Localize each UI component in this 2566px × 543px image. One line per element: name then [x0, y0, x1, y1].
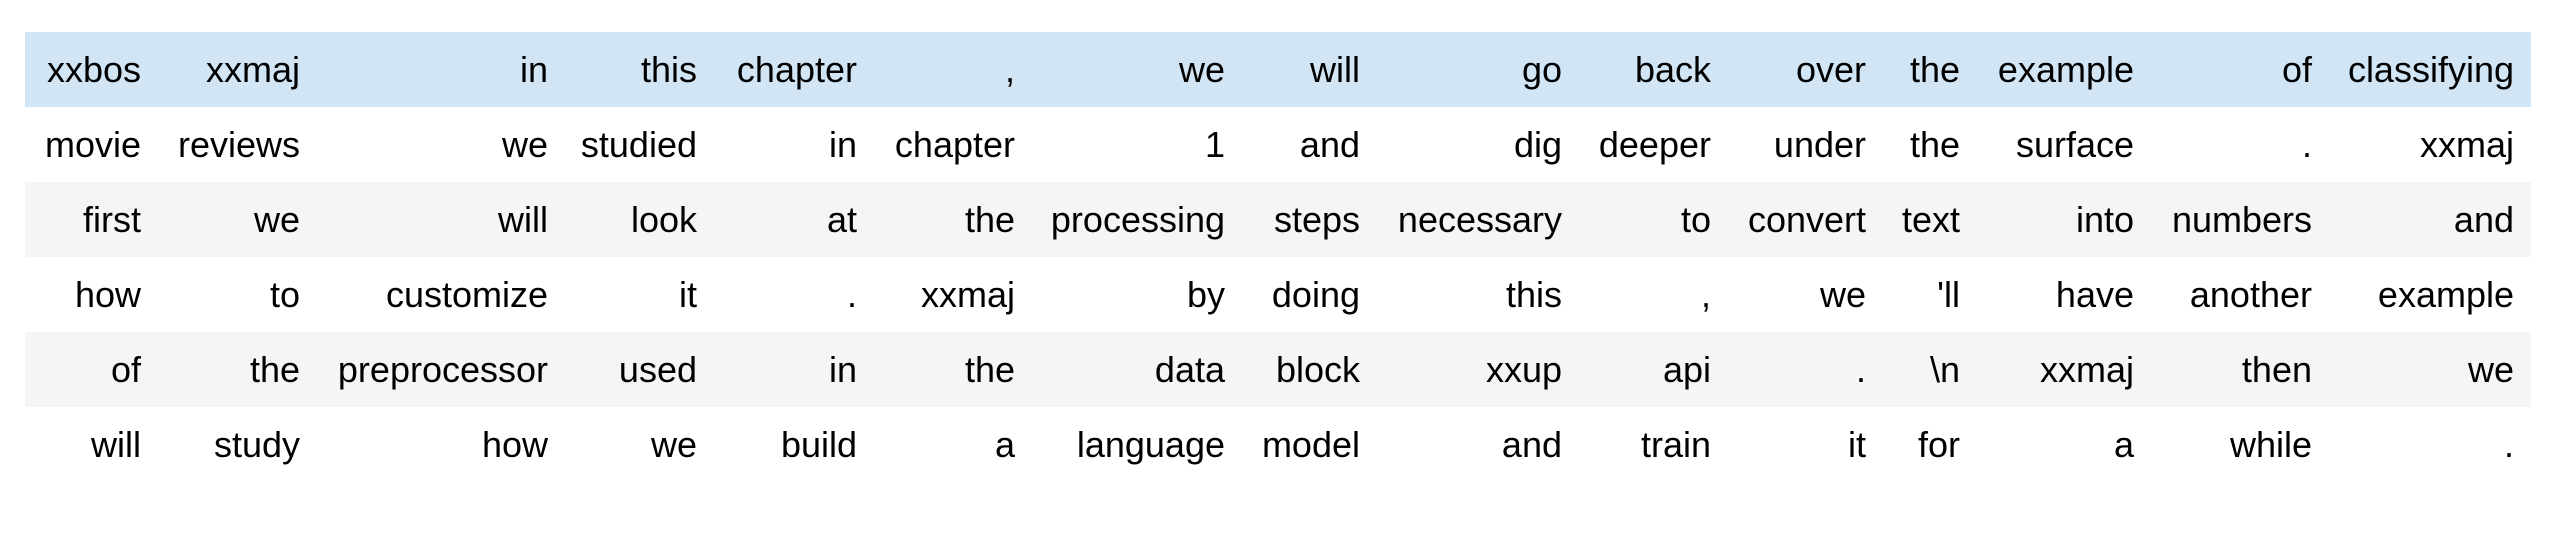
token-cell: the — [964, 348, 1015, 390]
token-cell: into — [2075, 198, 2134, 240]
token-cell: xxbos — [46, 48, 141, 90]
token-cell: a — [994, 423, 1015, 465]
token-row: how to customize it. xxmaj by doing this, we 'll h… — [25, 257, 2531, 332]
token-cell: processing — [1050, 198, 1225, 240]
token-row: will study how we build a language model and trai… — [25, 407, 2531, 482]
token-cell: xxmaj — [2039, 348, 2134, 390]
token-cell: we — [1178, 48, 1225, 90]
token-cell: another — [2189, 273, 2312, 315]
token-cell: of — [110, 348, 141, 390]
token-cell: look — [630, 198, 697, 240]
token-cell: classifying — [2347, 48, 2514, 90]
token-cell: \n — [1929, 348, 1960, 390]
token-cell: 'll — [1937, 273, 1960, 315]
token-cell: will — [91, 423, 141, 465]
token-cell: xxmaj — [205, 48, 300, 90]
token-cell: this — [640, 48, 697, 90]
token-cell: the — [1909, 123, 1960, 165]
token-cell: model — [1261, 423, 1360, 465]
token-cell: used — [618, 348, 697, 390]
token-cell: and — [1501, 423, 1562, 465]
token-cell: chapter — [894, 123, 1015, 165]
token-cell: necessary — [1397, 198, 1562, 240]
token-row: first we will look at the processing steps neces… — [25, 182, 2531, 257]
token-cell: example — [1997, 48, 2134, 90]
token-cell: how — [481, 423, 548, 465]
token-cell: the — [964, 198, 1015, 240]
token-cell: in — [828, 123, 857, 165]
token-cell: studied — [580, 123, 697, 165]
token-cell: how — [74, 273, 141, 315]
token-cell: 1 — [1204, 123, 1225, 165]
token-cell: customize — [385, 273, 548, 315]
token-cell: , — [1004, 48, 1015, 90]
token-cell: we — [1819, 273, 1866, 315]
token-cell: we — [650, 423, 697, 465]
token-cell: a — [2113, 423, 2134, 465]
token-cell: block — [1275, 348, 1360, 390]
token-cell: numbers — [2171, 198, 2312, 240]
token-table: xxbos xxmaj in this chapter, we will go back over… — [25, 32, 2531, 482]
token-cell: deeper — [1598, 123, 1711, 165]
token-cell: it — [679, 273, 697, 315]
dataframe-container: xxbos xxmaj in this chapter, we will go back over… — [25, 32, 2531, 482]
token-cell: xxup — [1485, 348, 1562, 390]
token-cell: for — [1917, 423, 1960, 465]
token-cell: train — [1640, 423, 1711, 465]
token-cell: , — [1700, 273, 1711, 315]
token-cell: steps — [1273, 198, 1360, 240]
token-cell: and — [1299, 123, 1360, 165]
token-cell: while — [2229, 423, 2312, 465]
token-cell: . — [846, 273, 857, 315]
token-cell: at — [826, 198, 857, 240]
token-cell: data — [1154, 348, 1225, 390]
token-cell: go — [1521, 48, 1562, 90]
token-cell: will — [1310, 48, 1360, 90]
token-cell: will — [498, 198, 548, 240]
token-cell: to — [1680, 198, 1711, 240]
token-cell: and — [2453, 198, 2514, 240]
token-cell: under — [1773, 123, 1866, 165]
token-cell: it — [1848, 423, 1866, 465]
token-cell: the — [1909, 48, 1960, 90]
token-cell: in — [519, 48, 548, 90]
token-cell: xxmaj — [2419, 123, 2514, 165]
token-cell: doing — [1271, 273, 1360, 315]
token-cell: language — [1076, 423, 1225, 465]
token-cell: in — [828, 348, 857, 390]
token-cell: dig — [1513, 123, 1562, 165]
token-cell: text — [1901, 198, 1960, 240]
token-cell: example — [2377, 273, 2514, 315]
token-cell: have — [2055, 273, 2134, 315]
token-cell: . — [2301, 123, 2312, 165]
token-cell: this — [1505, 273, 1562, 315]
token-cell: of — [2281, 48, 2312, 90]
token-cell: . — [1855, 348, 1866, 390]
token-cell: surface — [2015, 123, 2134, 165]
token-cell: api — [1662, 348, 1711, 390]
token-cell: back — [1634, 48, 1711, 90]
token-cell: first — [83, 198, 141, 240]
token-cell: preprocessor — [337, 348, 548, 390]
token-cell: to — [269, 273, 300, 315]
token-cell: . — [2503, 423, 2514, 465]
token-row: of the preprocessor used in the data block xxup a… — [25, 332, 2531, 407]
token-cell: then — [2241, 348, 2312, 390]
token-cell: chapter — [736, 48, 857, 90]
token-cell: reviews — [177, 123, 300, 165]
token-cell: the — [249, 348, 300, 390]
token-cell: study — [213, 423, 300, 465]
token-cell: over — [1795, 48, 1866, 90]
token-cell: by — [1186, 273, 1225, 315]
token-cell: xxmaj — [920, 273, 1015, 315]
token-cell: build — [780, 423, 857, 465]
token-cell: movie — [44, 123, 141, 165]
token-cell: convert — [1747, 198, 1866, 240]
token-cell: we — [501, 123, 548, 165]
token-row-highlighted: xxbos xxmaj in this chapter, we will go back over… — [25, 32, 2531, 107]
token-cell: we — [253, 198, 300, 240]
token-cell: we — [2467, 348, 2514, 390]
